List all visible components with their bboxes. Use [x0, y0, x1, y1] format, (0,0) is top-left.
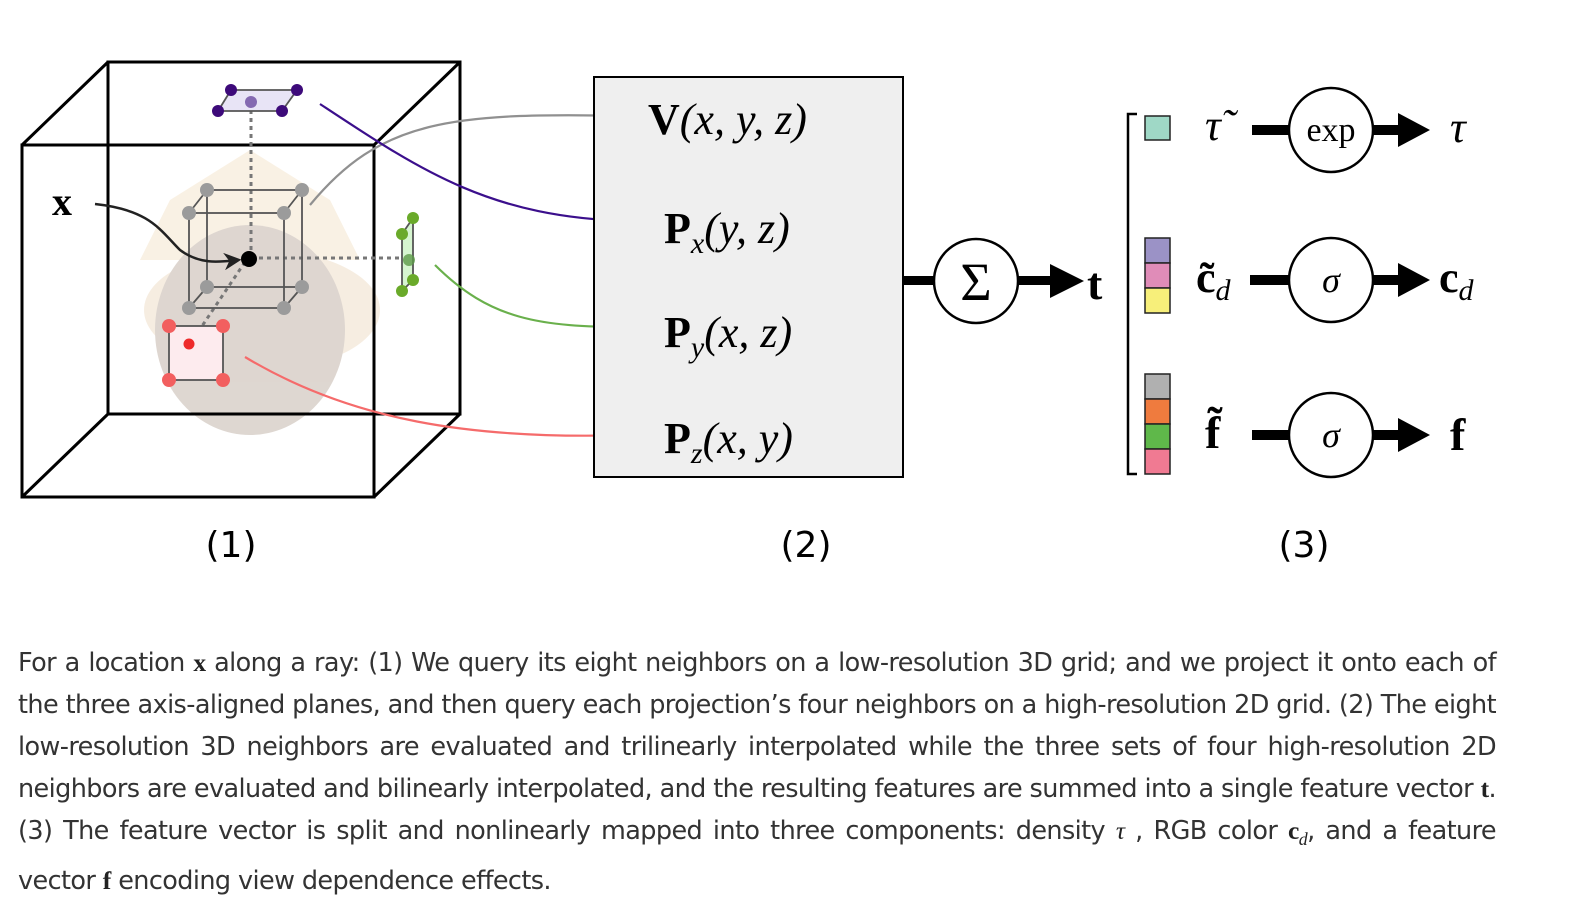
feature-swatch — [1144, 398, 1171, 425]
caption-text: encoding view dependence effects. — [110, 865, 551, 896]
x-plane-projection — [212, 84, 303, 117]
sigmoid-label-color: σ — [1322, 260, 1341, 300]
color-raw-label: c̃d — [1196, 253, 1232, 307]
feature-connector-in — [1252, 430, 1290, 440]
figure-caption: For a location x along a ray: (1) We que… — [18, 642, 1497, 902]
caption-math-f: f — [102, 865, 111, 895]
arrow-grid-to-V — [309, 105, 632, 206]
entry-Py: Py(x, z) — [664, 308, 792, 364]
feature-swatch — [1144, 237, 1171, 264]
feature-swatch — [1144, 115, 1171, 141]
panel-3-decoding: τ̃ exp τ c̃d σ cd f̃ σ f (3) — [1126, 86, 1475, 566]
caption-text: . (3) The feature vector is split and no… — [18, 773, 1497, 846]
panel-1-label: (1) — [206, 525, 257, 566]
vector-bracket — [1126, 112, 1137, 476]
panel-3-label: (3) — [1279, 525, 1330, 566]
exp-label: exp — [1306, 112, 1355, 149]
color-arrowhead — [1398, 263, 1430, 297]
density-connector-out — [1373, 125, 1401, 135]
density-raw-label: τ̃ — [1205, 101, 1239, 150]
swatches-density — [1144, 115, 1171, 141]
density-output-label: τ — [1450, 103, 1468, 152]
caption-math-tau: τ — [1115, 815, 1125, 845]
swatches-feature — [1144, 373, 1171, 475]
feature-swatch — [1144, 423, 1171, 450]
entry-Px: Px(y, z) — [664, 204, 790, 260]
outer-cube — [20, 60, 462, 499]
caption-text: , RGB color — [1124, 815, 1289, 846]
feature-swatch — [1144, 287, 1171, 314]
density-arrowhead — [1398, 113, 1430, 147]
query-point-arrow — [94, 202, 242, 271]
feature-output-label: f — [1450, 409, 1466, 460]
caption-math-cd: cd — [1288, 815, 1308, 849]
y-plane-projection — [396, 212, 419, 297]
entry-V: V(x, y, z) — [648, 95, 807, 144]
feature-swatch — [1144, 262, 1171, 289]
feature-arrowhead — [1398, 418, 1430, 452]
vector-t-label: t — [1087, 258, 1103, 309]
z-plane-projection — [162, 319, 230, 387]
density-connector-in — [1252, 125, 1290, 135]
panel-2-feature-evaluation: V(x, y, z) Px(y, z) Py(x, z) Pz(x, y) Σ … — [593, 76, 1103, 566]
color-output-label: cd — [1439, 253, 1475, 307]
background-object-image — [140, 150, 380, 435]
grid-vertices — [182, 183, 309, 315]
caption-text: , and a feature vector — [18, 815, 1497, 896]
feature-swatch — [1144, 448, 1171, 475]
color-connector-out — [1373, 275, 1401, 285]
color-connector-in — [1250, 275, 1290, 285]
sum-output-connector — [1018, 276, 1054, 285]
feature-swatch — [1144, 373, 1171, 400]
caption-math-x: x — [193, 647, 206, 677]
feature-raw-label: f̃ — [1205, 406, 1223, 458]
sum-input-connector — [903, 276, 935, 285]
entry-Pz: Pz(x, y) — [664, 414, 793, 470]
arrow-zplane-to-Pz — [244, 356, 632, 446]
swatches-color — [1144, 237, 1171, 314]
caption-math-t: t — [1480, 773, 1489, 803]
panel-2-label: (2) — [781, 525, 832, 566]
arrow-xplane-to-Px — [319, 103, 632, 231]
caption-text: For a location — [18, 647, 194, 678]
panel-1-volume: x (1) — [20, 60, 632, 566]
query-point-label: x — [52, 179, 72, 224]
sigmoid-label-feature: σ — [1322, 415, 1341, 455]
sum-symbol: Σ — [960, 252, 991, 312]
figure-diagram: x (1) V(x, y, z) Px(y, z) Py(x, z) Pz(x,… — [20, 60, 1475, 566]
caption-text: along a ray: (1) We query its eight neig… — [18, 647, 1497, 804]
query-point — [241, 251, 257, 267]
feature-connector-out — [1373, 430, 1401, 440]
sum-output-arrowhead — [1050, 264, 1084, 298]
